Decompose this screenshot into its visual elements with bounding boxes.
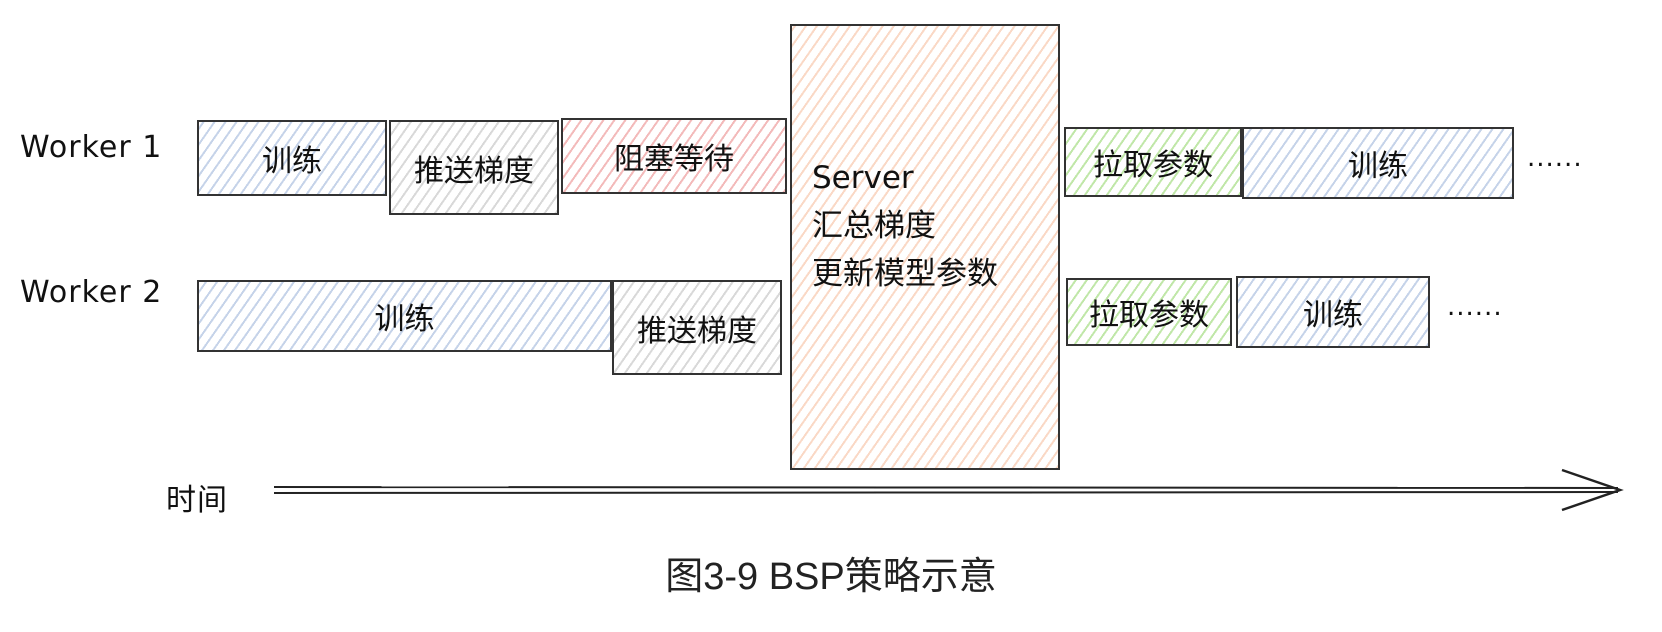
worker-1-label: Worker 1: [20, 130, 163, 165]
worker-2-train-label: 训练: [374, 302, 435, 337]
worker-2-train-block-2: 训练: [1236, 276, 1430, 348]
worker-2-push-gradient-block: 推送梯度: [612, 280, 782, 375]
worker-1-train-block: 训练: [197, 120, 387, 196]
server-block: Server 汇总梯度 更新模型参数: [790, 24, 1060, 470]
figure-caption: 图3-9 BSP策略示意: [665, 556, 997, 598]
worker-2-train-label-2: 训练: [1303, 298, 1363, 333]
worker-1-ellipsis: ......: [1527, 143, 1583, 173]
server-aggregate-gradient: 汇总梯度: [812, 208, 936, 245]
worker-1-pull-label: 拉取参数: [1093, 148, 1213, 183]
worker-2-push-label: 推送梯度: [637, 313, 757, 349]
worker-1-push-label: 推送梯度: [414, 153, 534, 189]
worker-2-pull-label: 拉取参数: [1089, 298, 1209, 333]
worker-1-pull-params-block: 拉取参数: [1064, 127, 1242, 197]
worker-1-wait-label: 阻塞等待: [614, 142, 734, 177]
worker-2-ellipsis: ......: [1447, 292, 1503, 322]
worker-1-train-label: 训练: [262, 144, 322, 179]
worker-1-train-label-2: 训练: [1348, 149, 1408, 184]
worker-2-label: Worker 2: [20, 275, 163, 310]
worker-1-blocking-wait-block: 阻塞等待: [561, 118, 787, 194]
server-title: Server: [812, 160, 914, 196]
worker-2-pull-params-block: 拉取参数: [1066, 278, 1232, 346]
worker-1-push-gradient-block: 推送梯度: [389, 120, 559, 215]
worker-2-train-block: 训练: [197, 280, 612, 352]
server-update-params: 更新模型参数: [812, 256, 998, 293]
worker-1-train-block-2: 训练: [1242, 127, 1514, 199]
time-axis-label: 时间: [166, 483, 228, 518]
